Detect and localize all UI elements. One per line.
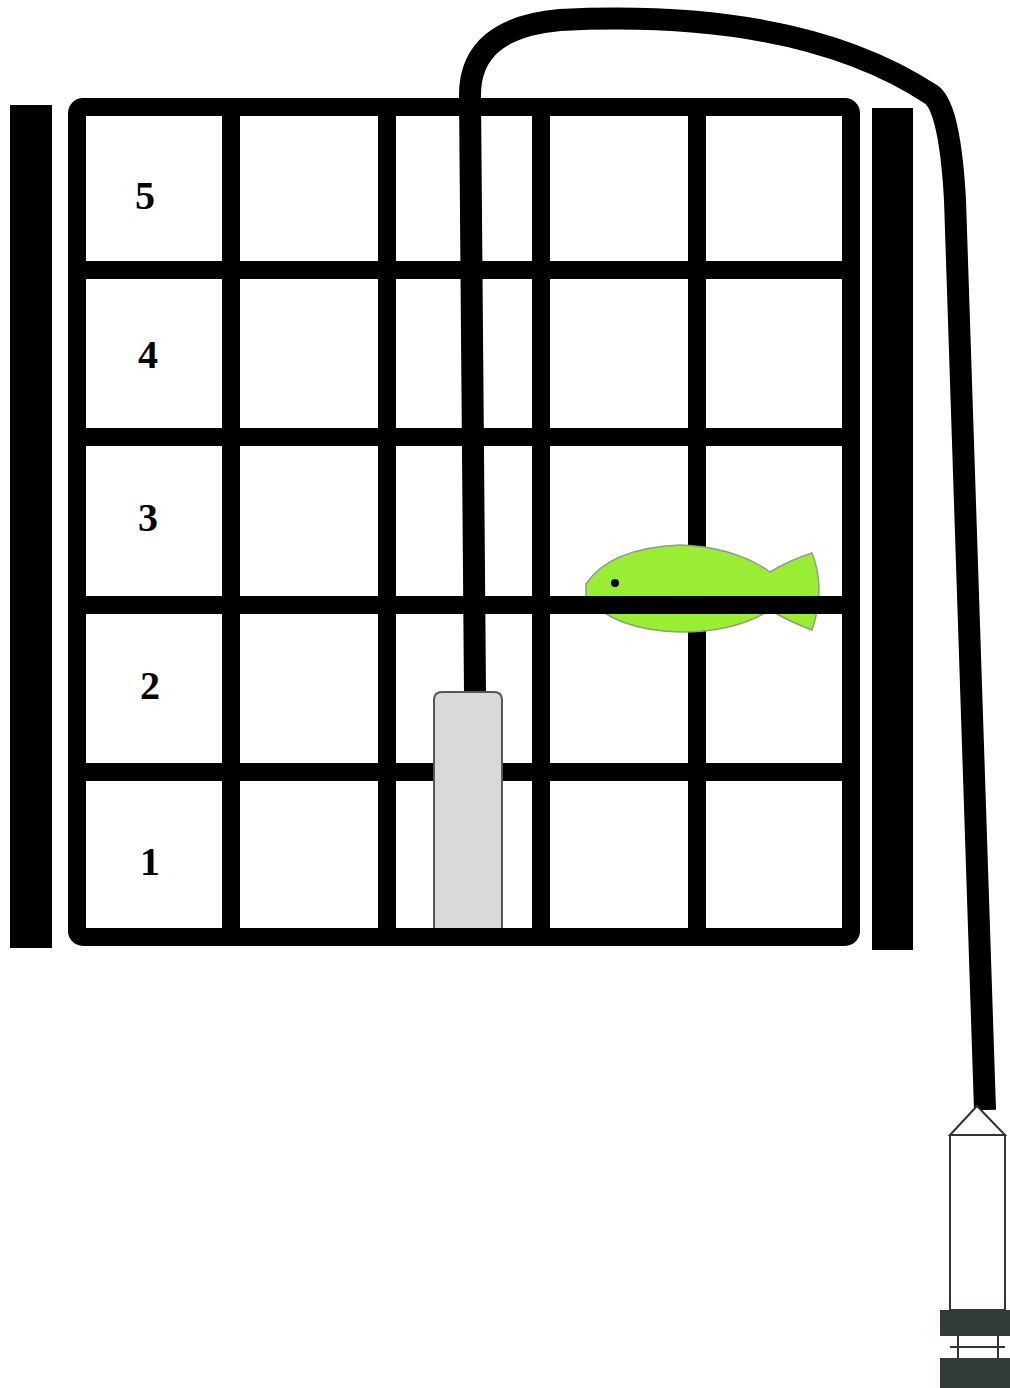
- row-number: 1: [140, 842, 160, 882]
- sensor-housing: [434, 692, 502, 928]
- row-number: 2: [140, 666, 160, 706]
- receiver-body: [950, 1135, 1005, 1310]
- row-number: 5: [135, 176, 155, 216]
- left-bar: [10, 105, 52, 948]
- fish-body: [586, 545, 819, 632]
- receiver-cap: [950, 1106, 1005, 1135]
- receiver-rod: [950, 1346, 1005, 1348]
- fish: [586, 545, 819, 632]
- right-bar: [872, 108, 913, 950]
- sensor-cable: [470, 19, 985, 1110]
- fish-eye: [611, 579, 619, 587]
- row-number: 3: [138, 498, 158, 538]
- receiver-band: [940, 1310, 1010, 1336]
- grid-line: [378, 107, 396, 937]
- receiver-unit: [940, 1106, 1010, 1388]
- grid-line: [532, 107, 550, 937]
- grid-line: [688, 107, 706, 937]
- row-number: 4: [138, 335, 158, 375]
- grid-line: [222, 107, 240, 937]
- receiver-band: [940, 1358, 1010, 1388]
